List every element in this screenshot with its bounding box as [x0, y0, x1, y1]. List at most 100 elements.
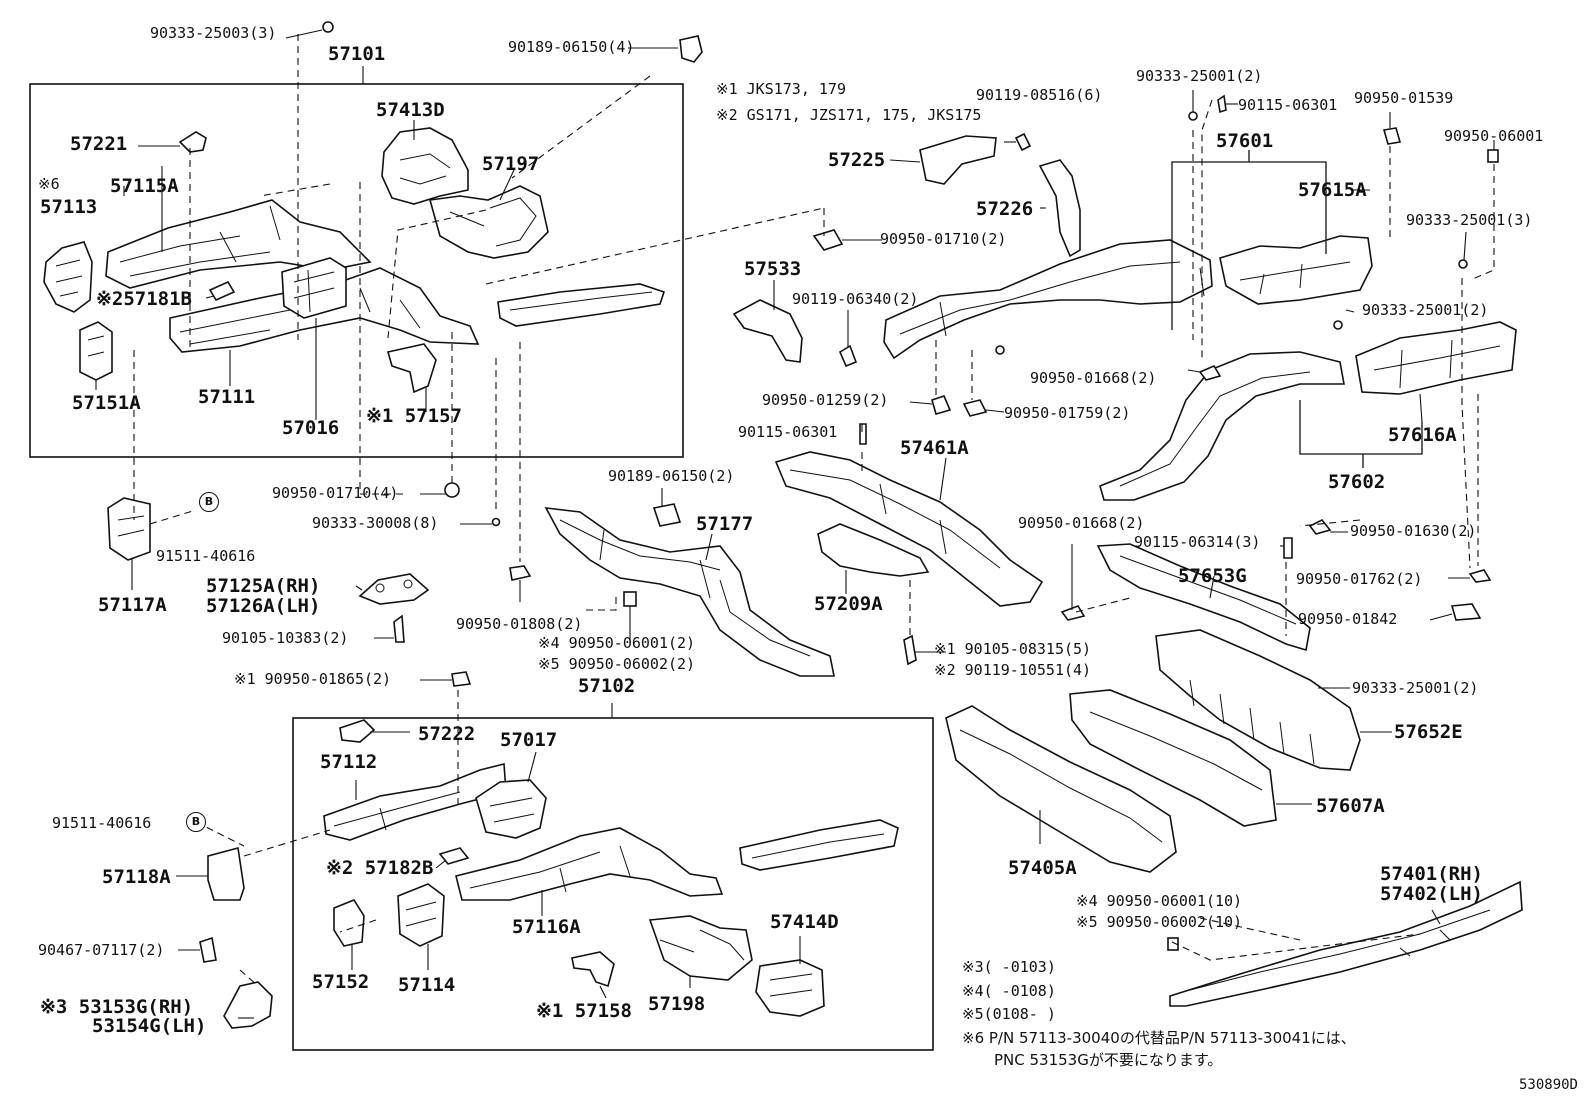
- label-57118A: 57118A: [102, 866, 171, 888]
- bolt-90333-25003: [322, 21, 334, 33]
- label-90333-25001-b: 90333-25001(2): [1362, 301, 1489, 319]
- part-57414D: [755, 959, 825, 1017]
- label-90950-06002-2: ※5 90950-06002(2): [538, 655, 696, 673]
- label-57197: 57197: [482, 153, 540, 175]
- label-90333-25001-c: 90333-25001(2): [1352, 679, 1479, 697]
- part-57616A: [1355, 321, 1517, 395]
- label-57182B: ※2 57182B: [326, 857, 434, 879]
- part-57405A: [945, 705, 1177, 873]
- label-53153G: ※3 53153G(RH): [40, 996, 194, 1018]
- bolt-90119-06340: [838, 344, 858, 368]
- label-90333-25003: 90333-25003(3): [150, 24, 277, 42]
- label-57113: 57113: [40, 196, 98, 218]
- part-57113: [43, 241, 93, 313]
- part-57181B: [208, 280, 236, 302]
- label-90333-25001-a: 90333-25001(2): [1136, 67, 1263, 85]
- part-57653G: [1096, 543, 1311, 652]
- label-57112: 57112: [320, 751, 378, 773]
- label-53154G: 53154G(LH): [92, 1015, 207, 1037]
- label-57615A: 57615A: [1298, 179, 1367, 201]
- label-57616A: 57616A: [1388, 424, 1457, 446]
- part-57115A: [105, 199, 372, 289]
- label-90950-01259: 90950-01259(2): [762, 391, 889, 409]
- label-57017: 57017: [500, 729, 558, 751]
- part-57601-crossmember: [883, 239, 1213, 360]
- part-57197: [428, 185, 549, 259]
- label-57461A: 57461A: [900, 437, 969, 459]
- label-57653G: 57653G: [1178, 565, 1247, 587]
- part-57016: [281, 257, 347, 319]
- label-57177: 57177: [696, 513, 754, 535]
- label-90119-10551: ※2 90119-10551(4): [934, 661, 1092, 679]
- label-90950-01759: 90950-01759(2): [1004, 404, 1131, 422]
- label-57222: 57222: [418, 723, 476, 745]
- label-90115-06314: 90115-06314(3): [1134, 533, 1261, 551]
- label-57151A: 57151A: [72, 392, 141, 414]
- part-57117A: [107, 497, 151, 561]
- label-90950-06001-top: 90950-06001: [1444, 127, 1544, 145]
- part-57221: [178, 131, 207, 153]
- group-box-57101: [29, 83, 684, 458]
- part-57652E: [1155, 629, 1361, 771]
- label-57102: 57102: [578, 675, 636, 697]
- label-91511-40616-lower: 91511-40616: [52, 814, 152, 832]
- label-57111: 57111: [198, 386, 256, 408]
- label-57125A: 57125A(RH): [206, 575, 321, 597]
- bolt-90119-08516: [1014, 132, 1032, 152]
- part-57533: [732, 299, 803, 363]
- label-57198: 57198: [648, 993, 706, 1015]
- label-90950-06001-10: ※4 90950-06001(10): [1076, 892, 1243, 910]
- label-90950-01808: 90950-01808(2): [456, 615, 583, 633]
- note-1: ※1 JKS173, 179: [716, 80, 846, 98]
- label-90950-06002-10: ※5 90950-06002(10): [1076, 913, 1243, 931]
- ref-marker-b-lower: B: [186, 812, 206, 832]
- plug-90950-01710-4: [444, 482, 460, 498]
- label-57652E: 57652E: [1394, 721, 1463, 743]
- part-57222: [339, 719, 376, 743]
- label-90950-01668-a: 90950-01668(2): [1030, 369, 1157, 387]
- label-90950-01842: 90950-01842: [1298, 610, 1398, 628]
- part-lower-rail: [739, 819, 899, 871]
- note-2: ※2 GS171, JZS171, 175, JKS175: [716, 106, 982, 124]
- footnote-3: ※3( -0103): [962, 958, 1056, 976]
- label-57114: 57114: [398, 974, 456, 996]
- label-57016: 57016: [282, 417, 340, 439]
- part-57114: [397, 883, 445, 947]
- label-57221: 57221: [70, 133, 128, 155]
- label-57413D: 57413D: [376, 99, 445, 121]
- label-57101: 57101: [328, 43, 386, 65]
- label-90105-08315: ※1 90105-08315(5): [934, 640, 1092, 658]
- part-57158: [571, 951, 615, 988]
- label-57115A: 57115A: [110, 175, 179, 197]
- part-57461A: [774, 451, 1044, 607]
- part-57198: [648, 915, 753, 981]
- label-90119-08516: 90119-08516(6): [976, 86, 1103, 104]
- clip-90189-06150-2: [652, 503, 682, 527]
- part-57157: [386, 343, 437, 394]
- label-90115-06301-a: 90115-06301: [738, 423, 838, 441]
- label-91511-40616-upper: 91511-40616: [156, 547, 256, 565]
- label-90333-25001-3: 90333-25001(3): [1406, 211, 1533, 229]
- part-57413D: [381, 127, 469, 205]
- label-57158: ※1 57158: [536, 1000, 632, 1022]
- label-90950-01762: 90950-01762(2): [1296, 570, 1423, 588]
- part-57602: [1099, 351, 1345, 501]
- bolt-90115-06314: [1283, 537, 1293, 559]
- label-90950-01710-4: 90950-01710(4): [272, 484, 399, 502]
- ref-marker-b-upper: B: [199, 492, 219, 512]
- part-57615A: [1219, 235, 1373, 305]
- part-57125A: [358, 573, 430, 605]
- plug-90333-30008: [491, 517, 501, 527]
- label-90333-30008: 90333-30008(8): [312, 514, 439, 532]
- label-90950-01710-2: 90950-01710(2): [880, 230, 1007, 248]
- plug-90950-01865: [451, 671, 472, 687]
- label-57533: 57533: [744, 258, 802, 280]
- label-57157: ※1 57157: [366, 405, 462, 427]
- part-57118A: [207, 846, 245, 901]
- label-57401: 57401(RH): [1380, 863, 1483, 885]
- part-57209A: [817, 523, 930, 577]
- footnote-6-line2: PNC 53153Gが不要になります。: [994, 1051, 1223, 1069]
- footnote-5: ※5(0108- ): [962, 1005, 1056, 1023]
- label-57181B: ※257181B: [96, 288, 192, 310]
